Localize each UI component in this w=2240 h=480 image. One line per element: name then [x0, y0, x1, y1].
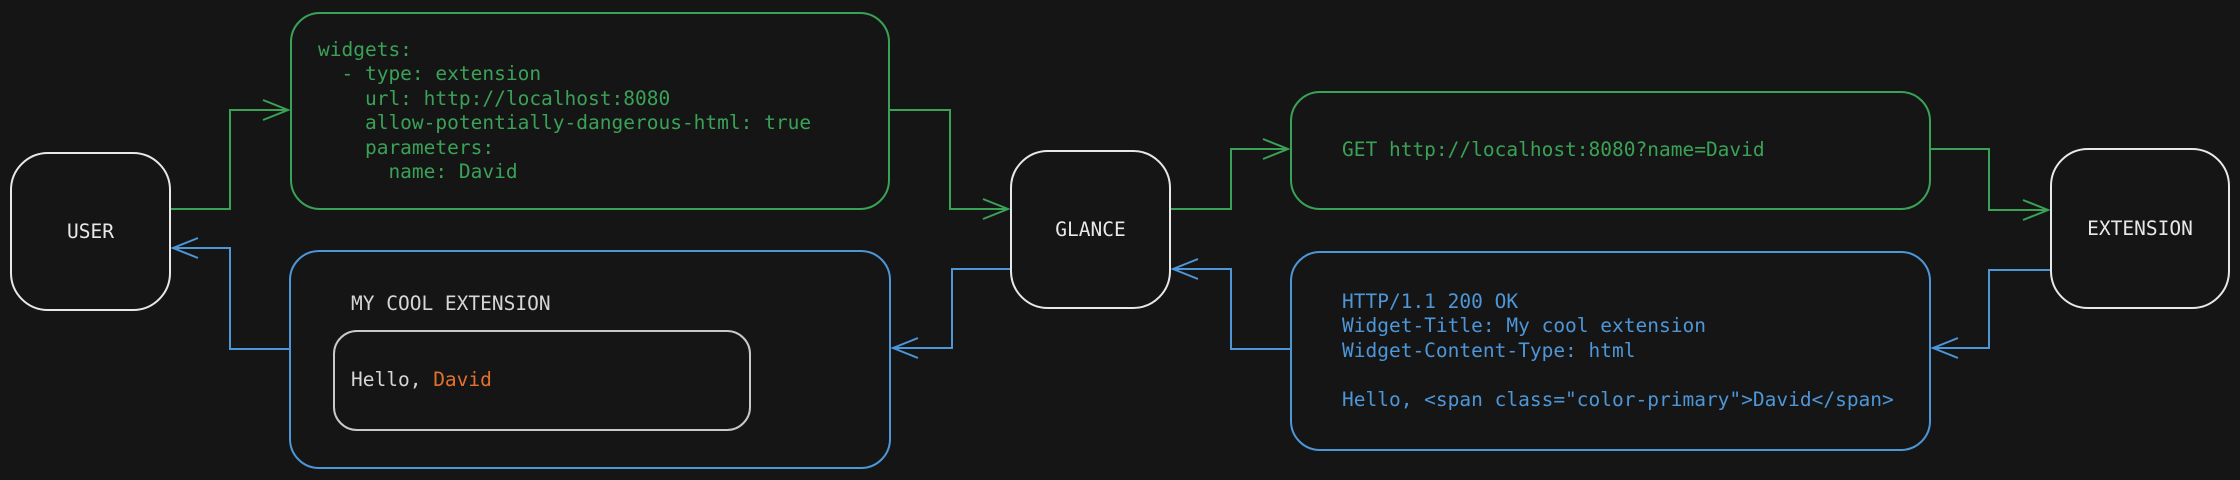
greeting-prefix: Hello, [351, 368, 434, 392]
config-yaml-code: widgets: - type: extension url: http://l… [318, 37, 812, 184]
node-glance: GLANCE [1010, 150, 1171, 309]
node-extension: EXTENSION [2050, 148, 2230, 309]
config-yaml-panel: widgets: - type: extension url: http://l… [290, 12, 890, 210]
arrowhead-response-to-glance [1170, 258, 1199, 280]
arrowhead-extension-to-response [1930, 337, 1959, 359]
connector-response-to-glance [1173, 268, 1290, 350]
arrowhead-user-to-config [262, 99, 291, 121]
arrowhead-glance-to-request [1262, 138, 1291, 160]
connector-glance-to-widget [893, 268, 1010, 349]
node-extension-label: EXTENSION [2087, 217, 2193, 240]
greeting-name: David [433, 368, 492, 392]
http-request-panel: GET http://localhost:8080?name=David [1290, 91, 1931, 210]
connector-user-to-config [171, 109, 288, 210]
http-response-code: HTTP/1.1 200 OK Widget-Title: My cool ex… [1342, 289, 1894, 411]
arrowhead-widget-to-user [170, 237, 199, 259]
http-request-code: GET http://localhost:8080?name=David [1342, 138, 1765, 162]
arrowhead-request-to-extension [2022, 199, 2051, 221]
widget-preview-panel: MY COOL EXTENSION Hello, David [289, 250, 891, 469]
node-user: USER [10, 152, 171, 311]
http-response-panel: HTTP/1.1 200 OK Widget-Title: My cool ex… [1290, 251, 1931, 451]
connector-extension-to-response [1933, 269, 2050, 349]
node-glance-label: GLANCE [1055, 218, 1126, 241]
connector-glance-to-request [1171, 148, 1288, 210]
widget-greeting-box: Hello, David [333, 330, 751, 431]
connector-config-to-glance [890, 109, 1008, 210]
connector-request-to-extension [1931, 148, 2048, 211]
node-user-label: USER [67, 220, 114, 243]
widget-title: MY COOL EXTENSION [351, 292, 551, 315]
connector-widget-to-user [173, 247, 289, 350]
arrowhead-glance-to-widget [890, 337, 919, 359]
arrowhead-config-to-glance [982, 198, 1011, 220]
widget-greeting: Hello, David [351, 368, 492, 393]
